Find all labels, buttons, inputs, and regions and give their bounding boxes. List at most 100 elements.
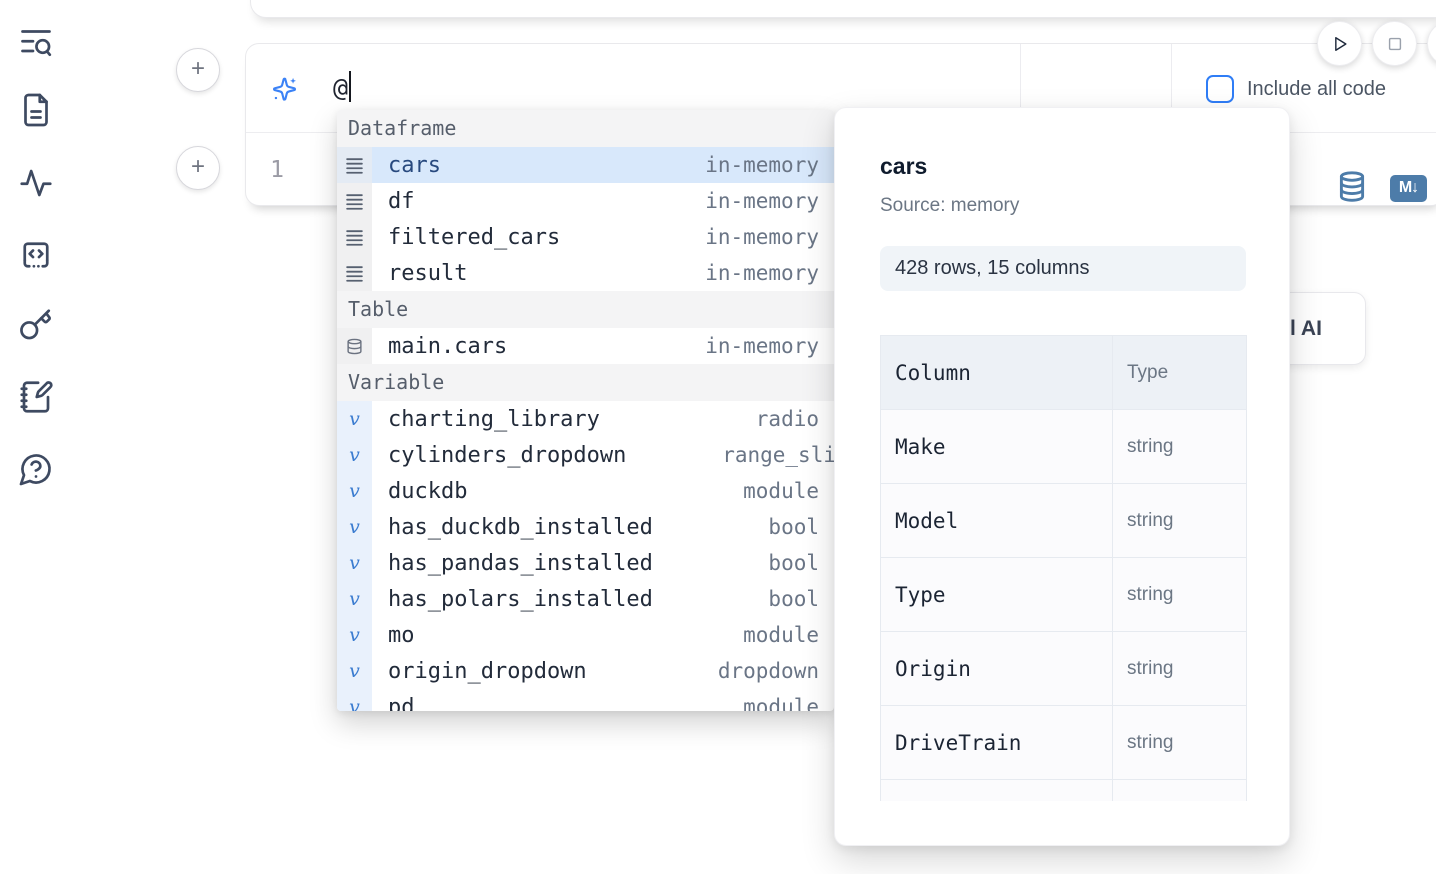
completion-item-type: bool	[768, 515, 819, 539]
prompt-divider-1	[1020, 44, 1021, 132]
schema-column-type: string	[1112, 631, 1247, 706]
menu-section-header: Variable	[337, 364, 834, 401]
dataframe-rows-icon	[337, 183, 372, 219]
completion-item-name: pd	[388, 694, 415, 712]
key-icon[interactable]	[18, 307, 54, 343]
completion-item-name: result	[388, 260, 468, 286]
schema-column-name: Origin	[880, 631, 1113, 706]
completion-item-type: bool	[768, 587, 819, 611]
help-chat-icon[interactable]	[18, 451, 54, 487]
line-number: 1	[270, 157, 284, 183]
menu-section-header: Table	[337, 291, 834, 328]
completion-item-name: mo	[388, 622, 415, 648]
completion-item-type: in-memory	[705, 225, 819, 249]
schema-column-name: DriveTrain	[880, 705, 1113, 780]
preview-source: Source: memory	[880, 195, 1020, 216]
ai-sparkles-icon	[271, 76, 298, 103]
schema-row	[880, 779, 1247, 801]
preview-shape-badge: 428 rows, 15 columns	[880, 246, 1246, 291]
sidebar	[0, 0, 72, 874]
completion-item-type: in-memory	[705, 261, 819, 285]
include-all-code-label: Include all code	[1247, 78, 1386, 100]
completion-item-type: in-memory	[705, 189, 819, 213]
completion-item-has-duckdb-installed[interactable]: v has_duckdb_installed bool	[337, 509, 834, 545]
schema-column-type: string	[1112, 557, 1247, 632]
prompt-value: @	[333, 73, 349, 102]
variable-icon: v	[337, 689, 372, 711]
schema-column-name: Model	[880, 483, 1113, 558]
completion-item-name: df	[388, 188, 415, 214]
completion-item-type: module	[743, 695, 819, 711]
completion-item-type: module	[743, 623, 819, 647]
add-cell-above-button[interactable]: +	[176, 48, 220, 92]
stop-button[interactable]	[1372, 21, 1417, 66]
completion-item-result[interactable]: result in-memory	[337, 255, 834, 291]
prompt-divider-2	[1171, 44, 1172, 132]
variable-icon: v	[337, 545, 372, 581]
text-search-icon[interactable]	[18, 24, 54, 60]
include-all-code-checkbox[interactable]	[1206, 75, 1234, 103]
code-editor-row[interactable]: 1 M↓	[246, 134, 1436, 206]
database-icon	[337, 328, 372, 364]
completion-item-name: duckdb	[388, 478, 468, 504]
dataset-preview-panel: cars Source: memory 428 rows, 15 columns…	[834, 107, 1290, 846]
completion-item-type: radio	[755, 407, 819, 431]
schema-column-name: Make	[880, 409, 1113, 484]
variable-icon: v	[337, 401, 372, 437]
run-button[interactable]	[1317, 21, 1362, 66]
completion-item-type: bool	[768, 551, 819, 575]
schema-column-type: string	[1112, 705, 1247, 780]
schema-header-column: Column	[880, 335, 1113, 410]
code-block-icon[interactable]	[18, 237, 54, 273]
schema-column-type: string	[1112, 483, 1247, 558]
completion-item-charting-library[interactable]: v charting_library radio	[337, 401, 834, 437]
completion-item-df[interactable]: df in-memory	[337, 183, 834, 219]
notebook-pen-icon[interactable]	[18, 379, 54, 415]
completion-item-main-cars[interactable]: main.cars in-memory	[337, 328, 834, 364]
play-icon	[1334, 36, 1347, 51]
text-caret	[349, 71, 352, 102]
completion-item-name: charting_library	[388, 406, 600, 432]
variable-icon: v	[337, 509, 372, 545]
completion-item-name: cylinders_dropdown	[388, 442, 627, 468]
variable-icon: v	[337, 473, 372, 509]
schema-column-name: Type	[880, 557, 1113, 632]
activity-icon[interactable]	[18, 165, 54, 201]
completion-item-type: in-memory	[705, 334, 819, 358]
completion-item-type: module	[743, 479, 819, 503]
completion-item-name: cars	[388, 152, 441, 178]
variable-icon: v	[337, 581, 372, 617]
file-text-icon[interactable]	[18, 92, 54, 128]
variable-icon: v	[337, 653, 372, 689]
schema-column-type	[1112, 779, 1247, 801]
completion-item-name: main.cars	[388, 333, 508, 359]
dataframe-rows-icon	[337, 255, 372, 291]
add-cell-below-button[interactable]: +	[176, 146, 220, 190]
dataframe-rows-icon	[337, 219, 372, 255]
markdown-icon[interactable]: M↓	[1390, 175, 1427, 202]
stop-icon	[1388, 37, 1401, 50]
prompt-input[interactable]: @	[333, 71, 352, 102]
database-icon[interactable]	[1337, 170, 1367, 203]
completion-item-type: dropdown	[717, 659, 819, 683]
completion-item-name: has_duckdb_installed	[388, 514, 653, 540]
variable-icon: v	[337, 617, 372, 653]
dataframe-rows-icon	[337, 147, 372, 183]
preview-title: cars	[880, 153, 928, 179]
